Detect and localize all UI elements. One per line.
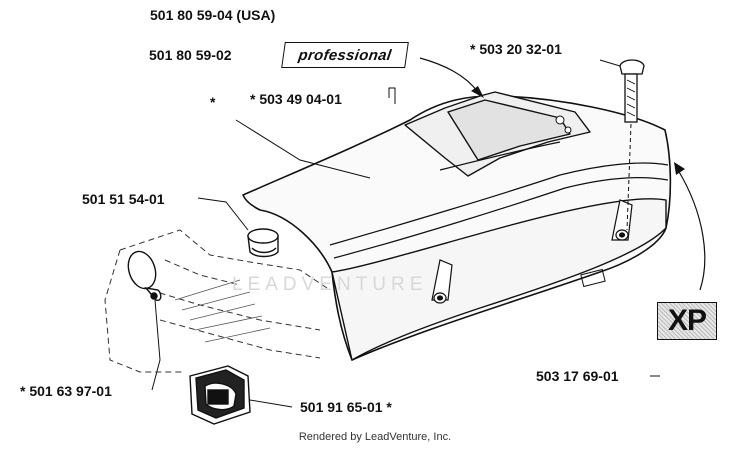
label-cap: 501 51 54-01 bbox=[82, 191, 165, 207]
cover-top-holes bbox=[555, 115, 572, 134]
label-bracket: 501 91 65-01 * bbox=[300, 399, 392, 415]
cover-top-ridge bbox=[404, 91, 591, 177]
bolt-guide-line bbox=[626, 123, 632, 231]
bracket-part bbox=[189, 365, 251, 425]
professional-decal-text: professional bbox=[297, 46, 393, 64]
footer-credit: Rendered by LeadVenture, Inc. bbox=[298, 431, 452, 443]
leader-arrows bbox=[419, 57, 706, 291]
cover-stripes bbox=[329, 141, 669, 259]
label-left-star: * bbox=[210, 94, 216, 110]
label-cover-usa: 501 80 59-04 (USA) bbox=[150, 7, 276, 23]
cover-front-lip bbox=[331, 198, 667, 361]
watermark-text: LEADVENTURE bbox=[232, 274, 428, 295]
saw-body-lines bbox=[174, 279, 271, 343]
label-bolt: * 503 20 32-01 bbox=[470, 41, 562, 57]
bolt bbox=[619, 59, 645, 123]
leader-lines bbox=[151, 59, 660, 408]
label-xp-decal: 503 17 69-01 bbox=[536, 368, 619, 384]
label-decal: * 503 49 04-01 bbox=[250, 91, 342, 107]
cap-plug bbox=[247, 228, 279, 258]
label-clip: * 501 63 97-01 bbox=[20, 383, 112, 399]
xp-decal: XP bbox=[657, 302, 717, 340]
clip-part bbox=[127, 250, 162, 302]
professional-decal: professional bbox=[281, 42, 409, 68]
xp-decal-text: XP bbox=[667, 304, 707, 337]
arrowheads bbox=[471, 86, 685, 175]
saw-body-outline bbox=[104, 229, 331, 373]
cover-small-label bbox=[580, 268, 606, 288]
label-cover: 501 80 59-02 bbox=[149, 47, 232, 63]
